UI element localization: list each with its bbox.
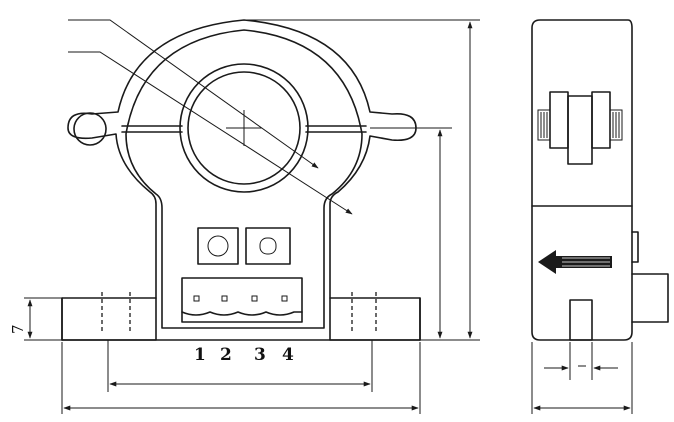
aperture-outer xyxy=(179,63,309,193)
pin-2 xyxy=(221,295,228,302)
front-view xyxy=(61,19,421,341)
pin-4 xyxy=(281,295,288,302)
connector xyxy=(181,277,303,323)
dimensions-front xyxy=(24,19,480,414)
pin-label-2: 2 xyxy=(220,345,232,365)
indicator-window-right xyxy=(245,227,291,265)
pin-label-4: 4 xyxy=(282,345,294,365)
pin-label-3: 3 xyxy=(254,345,266,365)
pin-label-1: 1 xyxy=(194,345,206,365)
side-body xyxy=(531,19,633,341)
body-outline xyxy=(67,19,417,299)
current-direction-arrow xyxy=(538,250,612,274)
pin-1 xyxy=(193,295,200,302)
pin-3 xyxy=(251,295,258,302)
leader-line-2 xyxy=(68,51,353,215)
side-view xyxy=(531,19,669,414)
body-inner-outline xyxy=(125,29,363,329)
leader-line-1 xyxy=(68,19,319,169)
left-ear-hole xyxy=(73,112,107,146)
base-flange xyxy=(61,297,421,341)
left-height-label: 7 xyxy=(9,324,27,334)
indicator-window-left xyxy=(197,227,239,265)
aperture-inner xyxy=(187,71,301,185)
